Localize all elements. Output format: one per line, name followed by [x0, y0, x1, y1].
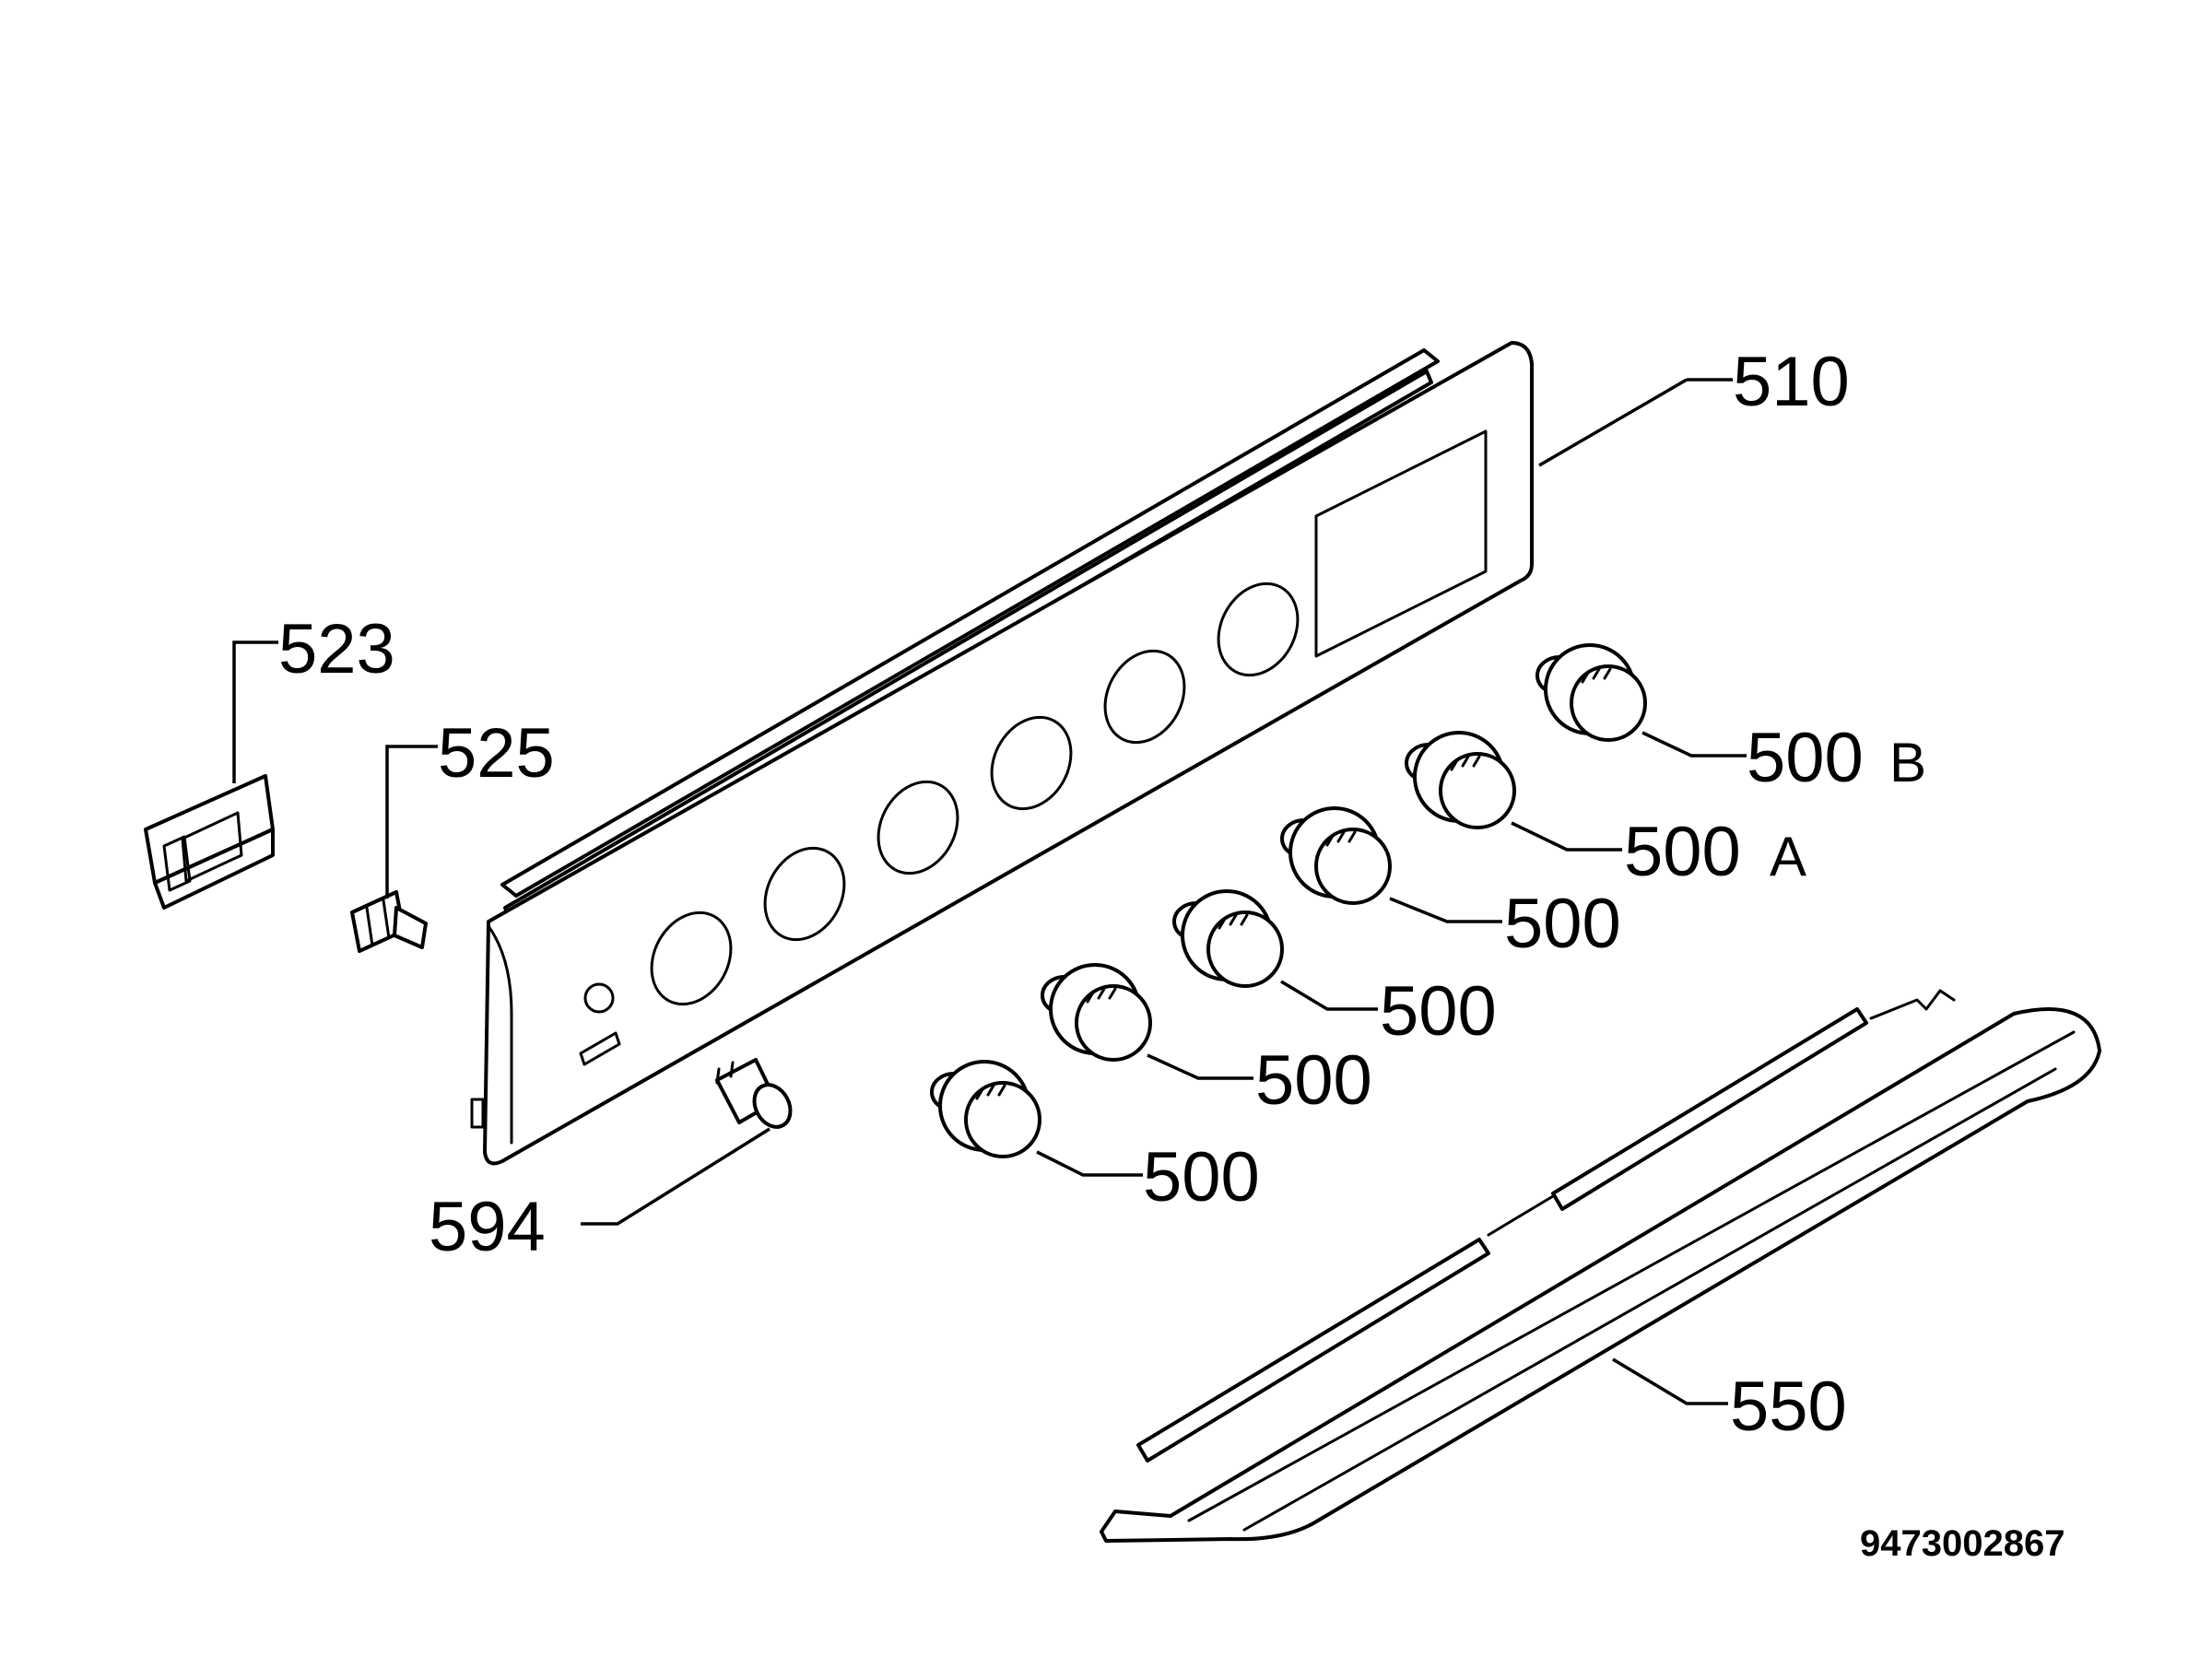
callout-knob-2: 500 — [1255, 1041, 1372, 1120]
callout-knob-3: 500 — [1380, 972, 1497, 1051]
callout-knob-6-suffix: B — [1889, 732, 1926, 793]
knob-500-2 — [1041, 963, 1152, 1062]
callout-594: 594 — [429, 1188, 546, 1266]
knob-500A — [1405, 731, 1516, 829]
switch-clip-525 — [350, 890, 428, 953]
callout-550: 550 — [1730, 1368, 1847, 1446]
leader-knob-3 — [1280, 980, 1378, 1011]
leader-knob-6 — [1641, 731, 1747, 758]
fascia-panel-510 — [470, 341, 1534, 1166]
leader-525 — [385, 745, 438, 899]
callout-knob-5: 500 — [1624, 813, 1741, 891]
leader-knob-2 — [1147, 1053, 1253, 1080]
leader-knob-1 — [1036, 1150, 1143, 1177]
callout-knob-6: 500 — [1747, 719, 1864, 797]
leader-550 — [1612, 1357, 1728, 1405]
leader-510 — [1538, 378, 1688, 467]
leader-594 — [581, 1127, 771, 1226]
leader-523 — [232, 640, 278, 783]
document-number: 9473002867 — [1860, 1523, 2065, 1564]
trim-strip-550 — [1100, 989, 2101, 1543]
switch-bezel-523 — [144, 774, 275, 910]
callout-525: 525 — [438, 714, 555, 793]
leader-knob-4 — [1389, 897, 1502, 923]
callout-knob-5-suffix: A — [1770, 826, 1806, 887]
indicator-lens-594 — [715, 1058, 793, 1129]
callout-knob-1: 500 — [1143, 1138, 1260, 1216]
callout-523: 523 — [278, 610, 395, 688]
knob-500-3 — [1172, 889, 1284, 988]
knob-500B — [1535, 643, 1647, 742]
callout-knob-4: 500 — [1504, 885, 1621, 963]
knob-500-4 — [1280, 806, 1392, 905]
callout-510: 510 — [1733, 343, 1850, 421]
leader-knob-5 — [1511, 821, 1622, 852]
knob-500-1 — [930, 1060, 1041, 1158]
